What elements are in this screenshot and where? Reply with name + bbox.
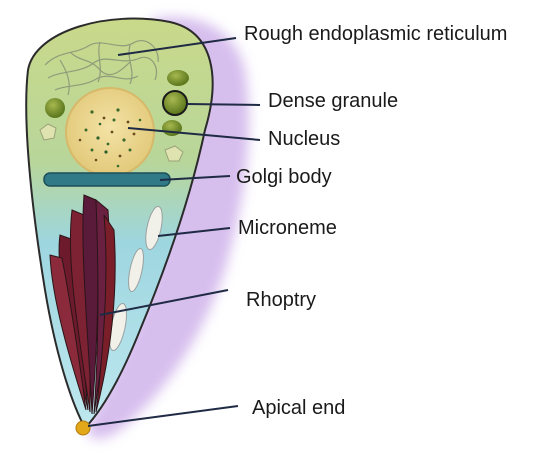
rough-er-network [44,40,159,96]
rhoptry-bundle [49,194,116,415]
vesicle-right [164,145,184,162]
leader-dense-granule [186,103,261,106]
leader-rough-er [117,37,237,56]
leader-rhoptry [99,289,229,316]
dense-granule [162,90,188,116]
label-nucleus: Nucleus [268,128,340,150]
label-microneme: Microneme [238,217,337,239]
label-rough-er: Rough endoplasmic reticulum [244,23,507,45]
microneme-2 [128,247,144,293]
leader-nucleus [127,127,261,141]
label-golgi: Golgi body [236,166,332,188]
nucleus [65,87,155,177]
leader-microneme [157,227,231,237]
label-dense-granule: Dense granule [268,90,398,112]
label-rhoptry: Rhoptry [246,289,316,311]
leader-lines [87,37,261,427]
leader-golgi [159,175,231,181]
vesicle-left [39,123,57,141]
golgi-body [43,172,171,187]
nucleus-chromatin [78,108,142,168]
granule-top-right [167,70,189,86]
label-apical-end: Apical end [252,397,345,419]
leader-apical-end [87,405,239,427]
apical-end-dot [75,420,91,436]
microneme-1 [145,205,163,251]
granule-left [45,98,65,118]
